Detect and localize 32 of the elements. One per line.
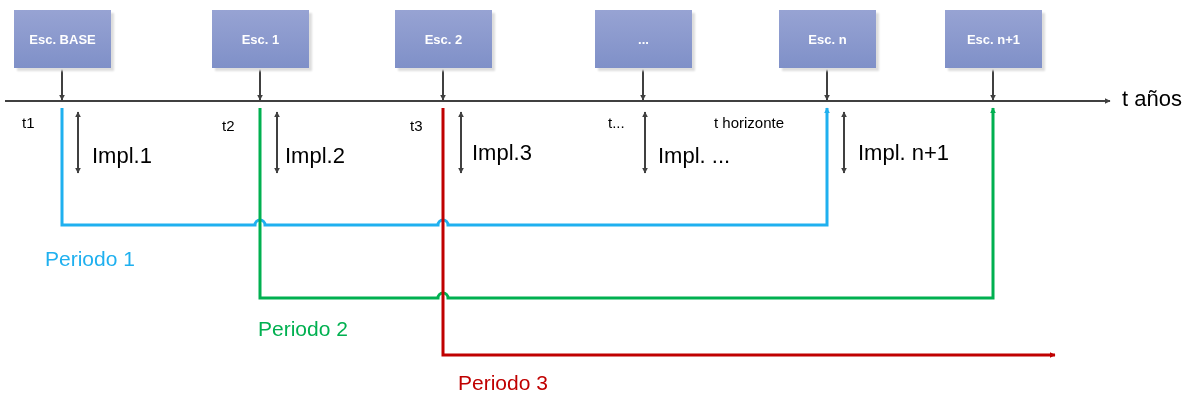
implementation-label: Impl. n+1 [858, 142, 950, 164]
time-label: t... [608, 115, 625, 130]
arrow [824, 67, 830, 101]
time-label: t horizonte [714, 115, 785, 130]
period-label: Periodo 2 [258, 318, 348, 339]
scenario-box [14, 10, 111, 68]
implementation-label: Impl.2 [285, 145, 345, 167]
axis-label: t años [1122, 88, 1182, 110]
box-label: Esc. BASE [29, 31, 96, 47]
arrow [640, 67, 646, 101]
implementation-label: Impl. ... [658, 145, 731, 167]
implementation-label: Impl.3 [472, 142, 532, 164]
arrow [990, 67, 996, 101]
box-label: ... [638, 31, 649, 47]
period-label: Periodo 3 [458, 372, 548, 393]
time-label: t1 [22, 115, 35, 130]
time-label: t3 [410, 118, 423, 133]
box-label: Esc. 1 [241, 31, 280, 47]
arrow [257, 67, 263, 101]
scenario-box [595, 10, 692, 68]
box-label: Esc. n+1 [966, 31, 1021, 47]
implementation-label: Impl.1 [92, 145, 152, 167]
scenario-box [779, 10, 876, 68]
box-label: Esc. n [808, 31, 847, 47]
scenario-box [945, 10, 1042, 68]
time-label: t2 [222, 118, 235, 133]
period-label: Periodo 1 [45, 248, 135, 269]
scenario-box [395, 10, 492, 68]
arrow [440, 67, 446, 101]
box-label: Esc. 2 [424, 31, 463, 47]
arrow [59, 67, 65, 101]
scenario-box [212, 10, 309, 68]
